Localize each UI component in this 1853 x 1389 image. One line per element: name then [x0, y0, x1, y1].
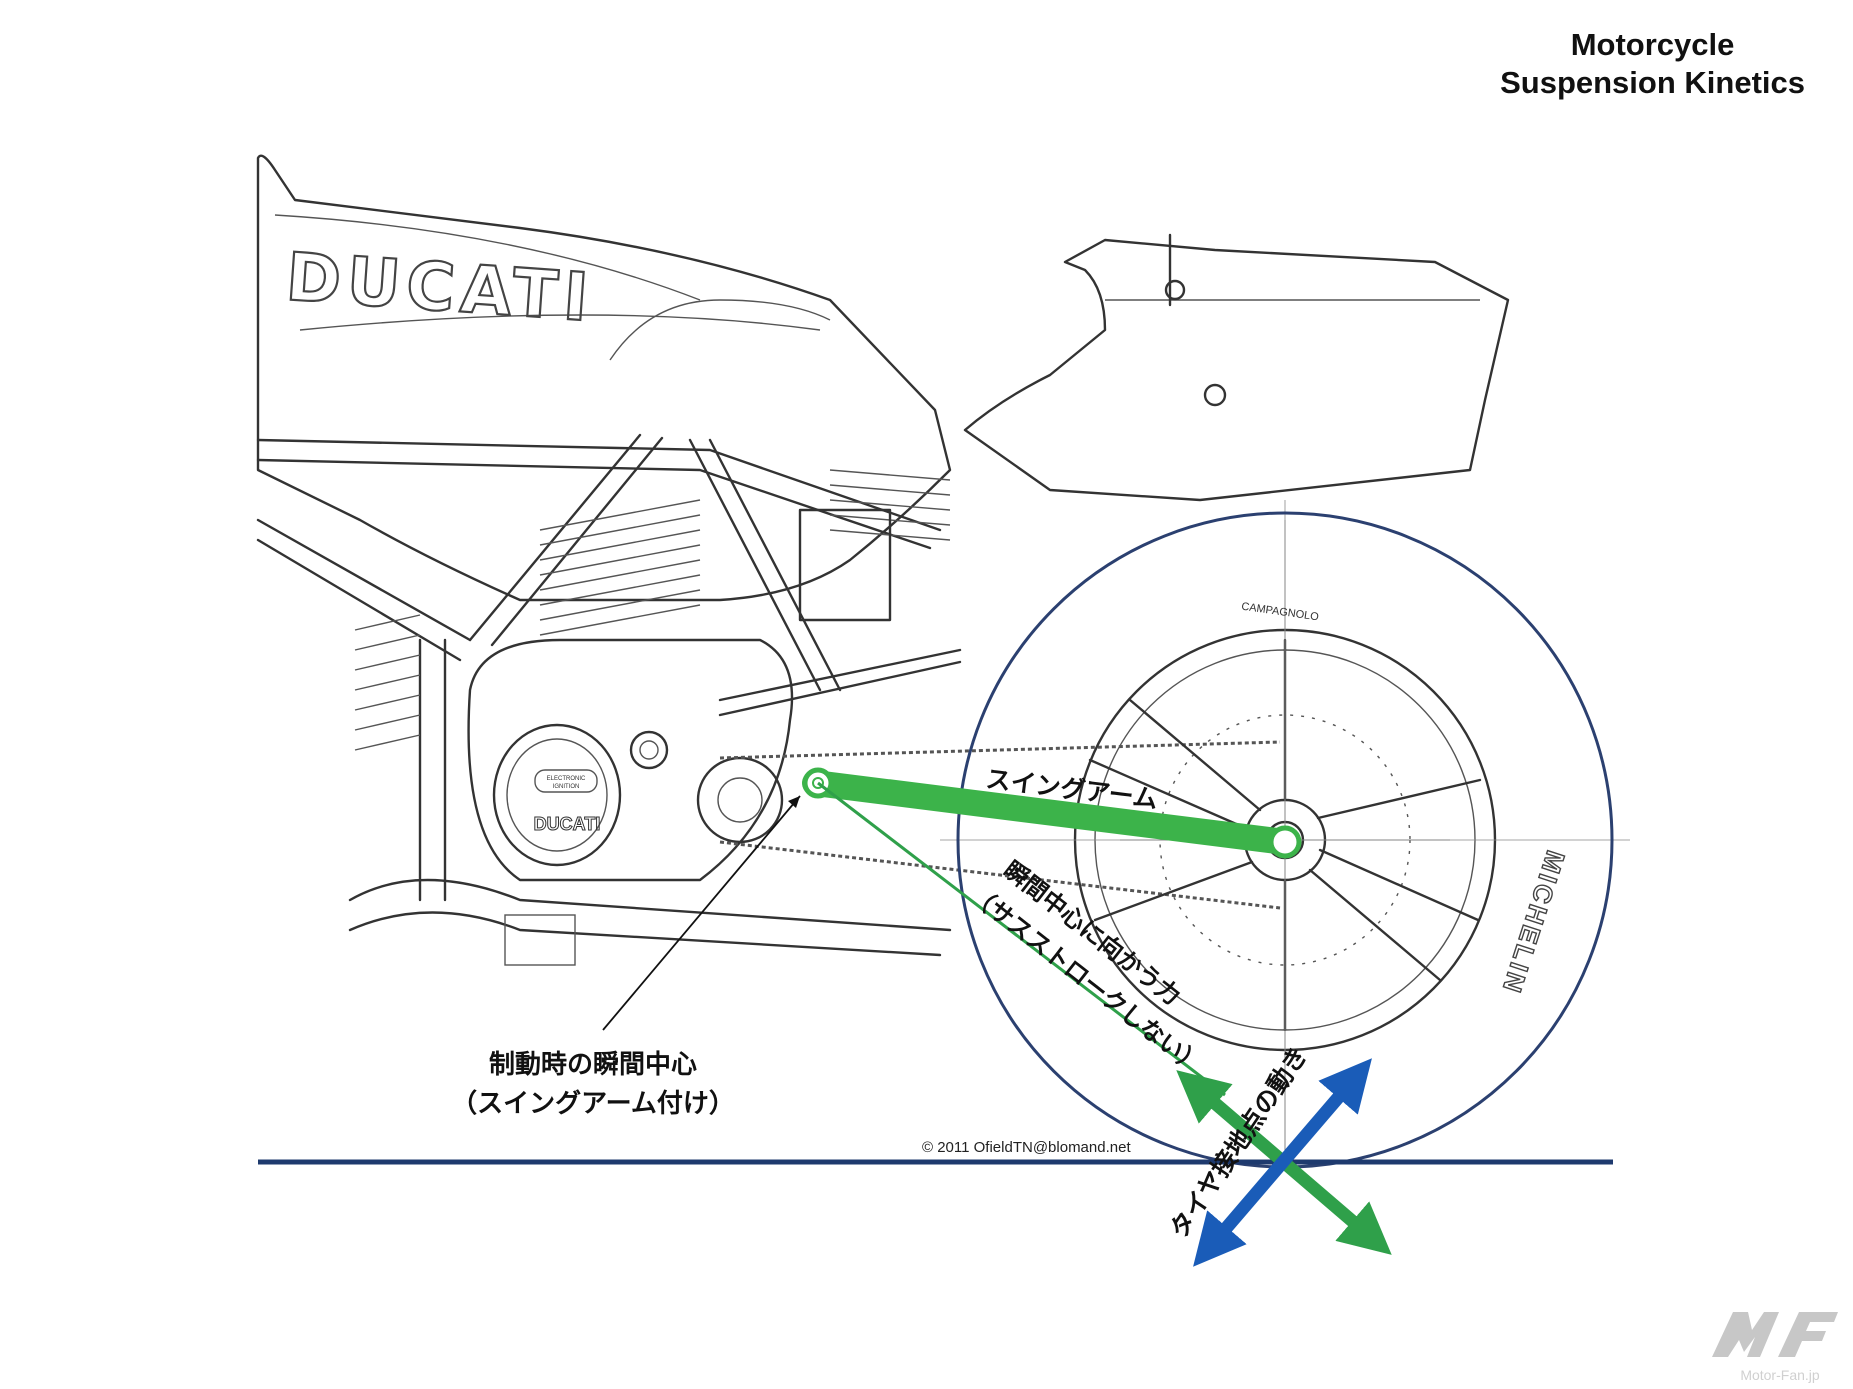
- carburettor: [798, 508, 892, 622]
- tire-brand-text: MICHELIN: [1496, 847, 1571, 999]
- engine-cylinder-fins: [354, 499, 701, 751]
- case-brand-text: DUCATI: [534, 814, 601, 834]
- ignition-cover: [492, 723, 622, 867]
- ignition-badge: [534, 769, 598, 793]
- frame-tubes: [256, 433, 962, 902]
- tail-cowl: [963, 238, 1510, 502]
- fuel-tank: [256, 154, 952, 602]
- ignition-badge-line1: ELECTRONIC: [547, 776, 586, 782]
- instant-center-pointer: [602, 795, 801, 1031]
- watermark-site: Motor-Fan.jp: [1740, 1367, 1820, 1383]
- instant-center-label-line1: 制動時の瞬間中心: [489, 1050, 697, 1080]
- force-line: [817, 781, 1226, 1097]
- diagram-title: Motorcycle Suspension Kinetics: [1500, 26, 1805, 102]
- drive-chain: [719, 740, 1281, 910]
- title-line-1: Motorcycle: [1570, 27, 1735, 62]
- rear-axle: [1268, 825, 1302, 859]
- front-sprocket: [696, 756, 784, 844]
- tire-motion-arrow: [1193, 1058, 1372, 1267]
- title-line-2: Suspension Kinetics: [1500, 65, 1805, 100]
- crankcase: [467, 638, 794, 882]
- rear-shock-spring: [829, 469, 951, 541]
- wheel-brand-text: CAMPAGNOLO: [1241, 601, 1320, 624]
- ignition-badge-line2: IGNITION: [553, 784, 580, 790]
- swingarm-bar: [802, 770, 1298, 855]
- motorcycle-illustration: ELECTRONIC IGNITION DUCATI: [256, 154, 1630, 1170]
- motorfan-logo: [1712, 1312, 1838, 1357]
- motorfan-watermark: Motor-Fan.jp: [1712, 1312, 1838, 1383]
- instant-center-label-line2: （スイングアーム付け）: [451, 1089, 735, 1119]
- exhaust-pipe: [348, 878, 952, 957]
- copyright-text: © 2011 OfieldTN@blomand.net: [922, 1139, 1131, 1156]
